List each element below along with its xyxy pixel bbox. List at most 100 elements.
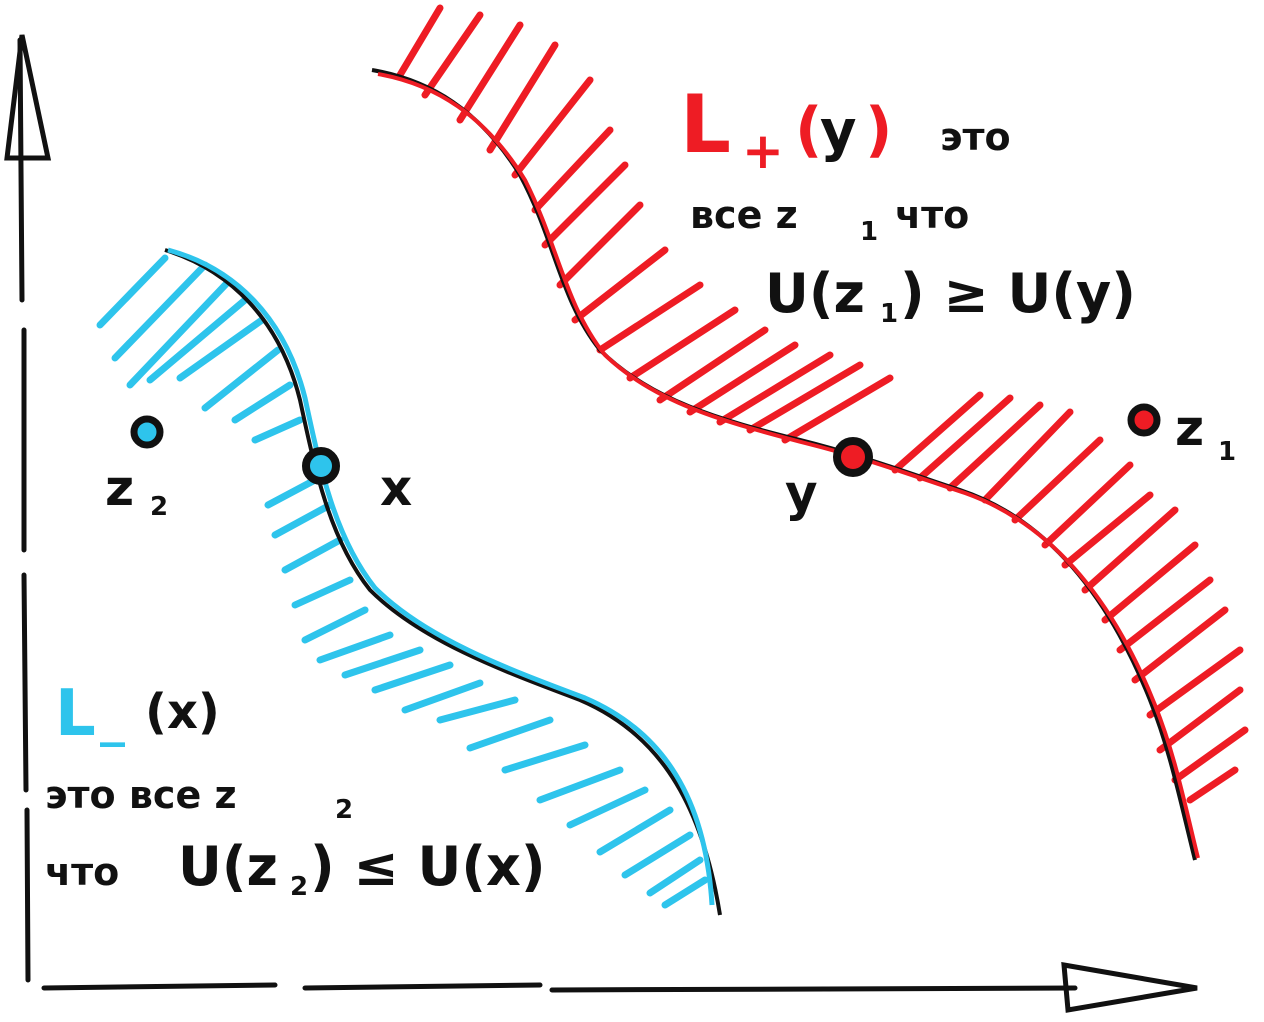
- hatch-stroke: [271, 501, 334, 539]
- hatch-stroke: [1156, 686, 1244, 754]
- point-x-marker: [302, 447, 340, 485]
- hatch-stroke: [716, 351, 834, 426]
- hatch-stroke: [126, 278, 232, 389]
- hatch-stroke: [486, 41, 559, 154]
- upper-set-formula: U(z: [765, 262, 865, 325]
- point-x-label: x: [380, 459, 412, 517]
- lower-indifference-curve-blue: [167, 247, 715, 906]
- lower-set-hatching: [96, 254, 709, 909]
- hatch-stroke: [421, 11, 484, 99]
- hatch-stroke: [566, 786, 649, 829]
- upper-set-argument: y: [820, 99, 857, 164]
- hatch-stroke: [1131, 606, 1229, 684]
- upper-set-text-2-tail: что: [895, 193, 969, 237]
- hatch-stroke: [1146, 646, 1244, 719]
- hatch-stroke: [746, 361, 864, 434]
- hatch-stroke: [661, 876, 709, 909]
- upper-set-symbol: L: [680, 78, 731, 171]
- hatch-stroke: [596, 281, 704, 354]
- upper-contour-set: [371, 4, 1249, 861]
- upper-set-paren-open: (: [795, 95, 822, 165]
- hatch-stroke: [146, 296, 249, 384]
- hatch-stroke: [281, 536, 344, 574]
- point-z1-marker: [1127, 403, 1161, 437]
- hatch-stroke: [536, 766, 624, 804]
- lower-indifference-curve: [164, 248, 722, 916]
- hatch-stroke: [301, 606, 369, 644]
- point-y-label: y: [785, 464, 818, 522]
- point-z1-subscript: 1: [1218, 437, 1236, 467]
- hatch-stroke: [264, 476, 319, 509]
- lower-set-annotation: L _ (x) это все z 2 что U(z 2 ) ≤ U(x): [45, 677, 546, 902]
- hatch-stroke: [291, 576, 354, 609]
- lower-set-formula: U(z: [178, 835, 278, 898]
- hatch-stroke: [201, 346, 282, 412]
- upper-set-annotation: L + ( y ) это все z 1 что U(z 1 ) ≥ U(y): [680, 78, 1136, 329]
- lower-set-text-1: это все z: [45, 773, 237, 817]
- upper-set-text-2-subscript: 1: [860, 217, 878, 247]
- upper-set-paren-close: ): [865, 95, 892, 165]
- upper-indifference-curve-red: [377, 72, 1200, 859]
- point-z2: z 2: [105, 415, 168, 522]
- hatch-stroke: [96, 254, 169, 329]
- hatch-stroke: [111, 261, 209, 362]
- upper-set-hatching: [396, 4, 1249, 804]
- hatch-stroke: [1101, 541, 1199, 624]
- hatch-stroke: [981, 408, 1074, 504]
- hatch-stroke: [396, 4, 444, 79]
- upper-set-formula-tail: ) ≥ U(y): [900, 262, 1136, 325]
- hatch-stroke: [556, 201, 644, 289]
- hatch-stroke: [1186, 766, 1239, 804]
- hatch-stroke: [1081, 506, 1179, 594]
- axes: [4, 34, 1198, 1013]
- lower-set-symbol: L: [55, 677, 96, 751]
- hatch-stroke: [571, 246, 669, 324]
- hatch-stroke: [1061, 491, 1154, 569]
- hatch-stroke: [456, 21, 524, 124]
- y-axis-arrow-icon: [4, 34, 52, 161]
- lower-set-argument: (x): [145, 684, 220, 740]
- upper-set-text-1: это: [940, 115, 1011, 159]
- hatch-stroke: [626, 306, 739, 382]
- point-z1: z 1: [1127, 399, 1236, 467]
- point-x: x: [302, 447, 412, 517]
- lower-set-formula-tail: ) ≤ U(x): [310, 835, 546, 898]
- point-z1-label: z: [1175, 399, 1204, 457]
- hatch-stroke: [1116, 576, 1214, 654]
- hatch-stroke: [436, 696, 519, 724]
- hatch-stroke: [501, 741, 589, 774]
- hatch-stroke: [781, 374, 894, 444]
- hatch-stroke: [401, 679, 484, 714]
- hatch-stroke: [1011, 436, 1104, 524]
- hatch-stroke: [1171, 726, 1249, 784]
- hatch-stroke: [251, 416, 304, 444]
- hatch-stroke: [511, 76, 594, 179]
- lower-set-text-1-subscript: 2: [335, 795, 353, 825]
- hatch-stroke: [656, 326, 769, 404]
- hatch-stroke: [1041, 461, 1134, 549]
- hatch-stroke: [371, 661, 454, 694]
- hatch-stroke: [341, 646, 424, 679]
- hatch-stroke: [646, 856, 704, 897]
- hatch-stroke: [596, 806, 674, 856]
- point-y: y: [785, 437, 873, 522]
- hatch-stroke: [946, 401, 1044, 492]
- hatch-stroke: [916, 394, 1014, 482]
- lower-set-symbol-subscript: _: [100, 689, 125, 747]
- hatch-stroke: [621, 831, 694, 879]
- lower-set-text-2: что: [45, 850, 119, 894]
- x-axis: [41, 982, 1078, 993]
- hatch-stroke: [686, 341, 799, 416]
- lower-contour-set: [96, 247, 722, 916]
- hatch-stroke: [541, 161, 629, 249]
- hatch-stroke: [176, 316, 266, 382]
- hatch-stroke: [231, 381, 294, 424]
- hatch-stroke: [531, 126, 614, 214]
- point-z2-label: z: [105, 459, 134, 517]
- y-axis: [17, 37, 31, 983]
- upper-set-text-2: все z: [690, 193, 798, 237]
- point-z2-marker: [130, 415, 164, 449]
- hatch-stroke: [466, 716, 554, 752]
- point-y-marker: [833, 437, 873, 477]
